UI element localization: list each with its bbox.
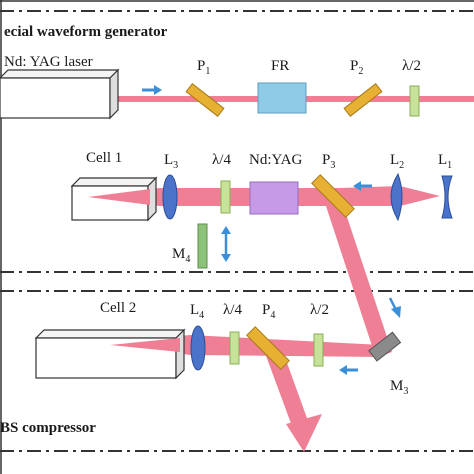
p4-label: P4 (262, 302, 275, 321)
lens-l4 (190, 325, 206, 371)
fr-label: FR (271, 58, 289, 74)
beam-output (265, 349, 312, 437)
lens-l3 (162, 174, 178, 220)
quarter-wave-label-2: λ/4 (223, 302, 242, 318)
beam-diagonal-to-m3 (324, 196, 392, 358)
cell-1-focus-beam (88, 189, 150, 205)
nd-yag-label: Nd:YAG (249, 152, 303, 168)
p1-label: P1 (197, 58, 210, 77)
arrow-diagonal (388, 297, 401, 318)
quarter-wave-plate-2 (229, 331, 240, 365)
half-wave-plate-2 (313, 333, 324, 367)
lens-l1 (441, 175, 453, 219)
cell-2 (34, 328, 186, 380)
cell-1-label: Cell 1 (86, 150, 122, 166)
m4-translation-arrow-icon (221, 226, 231, 262)
cell-2-focus-beam (110, 338, 180, 352)
polarizer-p1 (185, 83, 225, 117)
faraday-rotator (257, 82, 307, 114)
cell-2-label: Cell 2 (100, 300, 136, 316)
section-title-sbs-compressor: BS compressor (0, 420, 96, 436)
quarter-wave-plate-1 (220, 180, 231, 214)
arrow-lower (339, 365, 358, 375)
polarizer-p2 (343, 83, 383, 117)
lens-l2 (390, 172, 403, 222)
l3-label: L3 (164, 152, 178, 171)
p2-label: P2 (350, 58, 363, 77)
laser-label: Nd: YAG laser (4, 54, 93, 70)
half-wave-label-2: λ/2 (310, 302, 329, 318)
section-title-waveform-generator: ecial waveform generator (4, 24, 168, 40)
m4-label: M4 (172, 246, 190, 265)
output-arrowhead (286, 414, 322, 452)
mirror-m4 (197, 223, 208, 269)
half-wave-plate-1 (409, 85, 420, 117)
quarter-wave-label-1: λ/4 (212, 152, 231, 168)
polarizer-p4 (246, 326, 290, 370)
m3-label: M3 (390, 378, 408, 397)
laser-box (0, 68, 120, 120)
nd-yag-gain-medium (249, 181, 299, 215)
l1-label: L1 (438, 152, 452, 171)
mirror-m3 (368, 331, 402, 362)
arrow-middle (353, 181, 372, 191)
arrow-top-1 (142, 85, 162, 95)
p3-label: P3 (322, 152, 335, 171)
l2-label: L2 (390, 152, 404, 171)
half-wave-label-1: λ/2 (402, 58, 421, 74)
polarizer-p3 (311, 174, 355, 218)
l4-label: L4 (190, 302, 204, 321)
